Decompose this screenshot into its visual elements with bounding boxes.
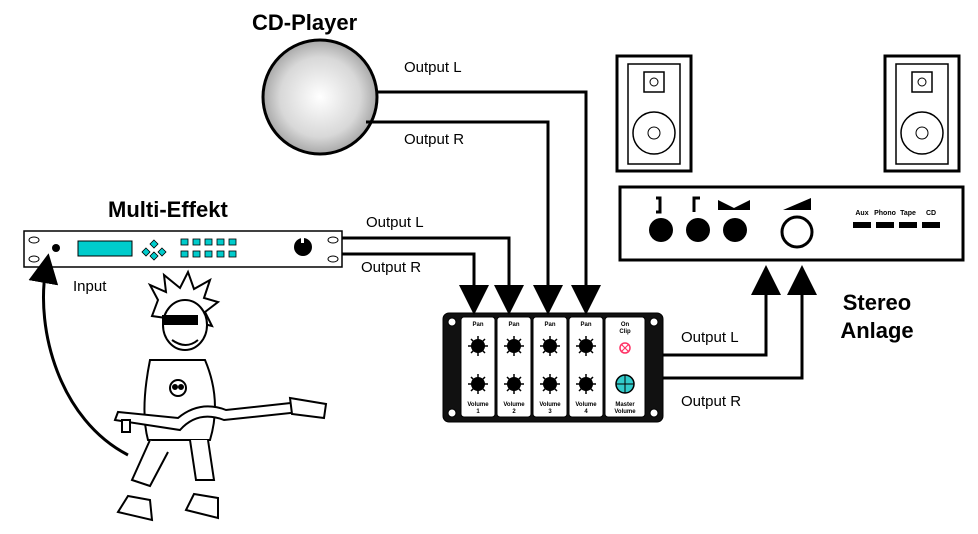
stereo-title-line2: Anlage xyxy=(840,318,914,343)
mixer-ch1-number: 1 xyxy=(476,409,480,415)
amp-input-tape: Tape xyxy=(900,210,916,217)
speaker-left xyxy=(615,54,693,173)
cd-player-title: CD-Player xyxy=(252,10,358,35)
effect-preset-buttons xyxy=(180,238,237,258)
cd-output-l-label: Output L xyxy=(404,59,462,76)
mixer-master-on: On xyxy=(621,322,630,328)
mixer-ch3-pan: Pan xyxy=(544,322,555,328)
amp-input-aux: Aux xyxy=(855,210,868,217)
cd-player-disc xyxy=(261,38,379,156)
guitarist-cartoon xyxy=(113,269,328,522)
speaker-right xyxy=(883,54,961,173)
mixer-output-r-label: Output R xyxy=(681,393,742,410)
mixer-ch1-pan: Pan xyxy=(472,322,483,328)
mixer xyxy=(442,312,664,423)
stereo-anlage-title: Stereo Anlage xyxy=(822,289,932,345)
mixer-ch4-number: 4 xyxy=(584,409,588,415)
mixer-ch4-volume: Volume xyxy=(575,402,597,408)
mixer-ch3-number: 3 xyxy=(548,409,552,415)
amp-input-labels: Aux Phono Tape CD xyxy=(855,210,936,217)
cables xyxy=(28,90,817,457)
mixer-master-label1: Master xyxy=(615,402,635,408)
effect-cursor-buttons xyxy=(141,239,167,261)
fx-input-label: Input xyxy=(73,278,107,295)
mixer-ch1-volume: Volume xyxy=(467,402,489,408)
mixer-ch3-volume: Volume xyxy=(539,402,561,408)
mixer-master-clip: Clip xyxy=(619,329,631,335)
mixer-ch4-pan: Pan xyxy=(580,322,591,328)
cd-output-r-label: Output R xyxy=(404,131,465,148)
mixer-output-l-label: Output L xyxy=(681,329,739,346)
mixer-ch2-volume: Volume xyxy=(503,402,525,408)
multi-effekt-title: Multi-Effekt xyxy=(108,197,228,222)
amp-input-phono: Phono xyxy=(874,210,896,217)
fx-output-r-label: Output R xyxy=(361,259,422,276)
mixer-ch2-number: 2 xyxy=(512,409,516,415)
multi-effect-unit xyxy=(23,230,343,268)
stereo-amplifier xyxy=(618,185,965,262)
amp-input-cd: CD xyxy=(926,210,936,217)
mixer-master-label2: Volume xyxy=(614,409,636,415)
mixer-labels: Pan Pan Pan Pan Volume Volume Volume Vol… xyxy=(467,322,636,415)
stereo-title-line1: Stereo xyxy=(842,290,912,315)
fx-output-l-label: Output L xyxy=(366,214,424,231)
mixer-ch2-pan: Pan xyxy=(508,322,519,328)
